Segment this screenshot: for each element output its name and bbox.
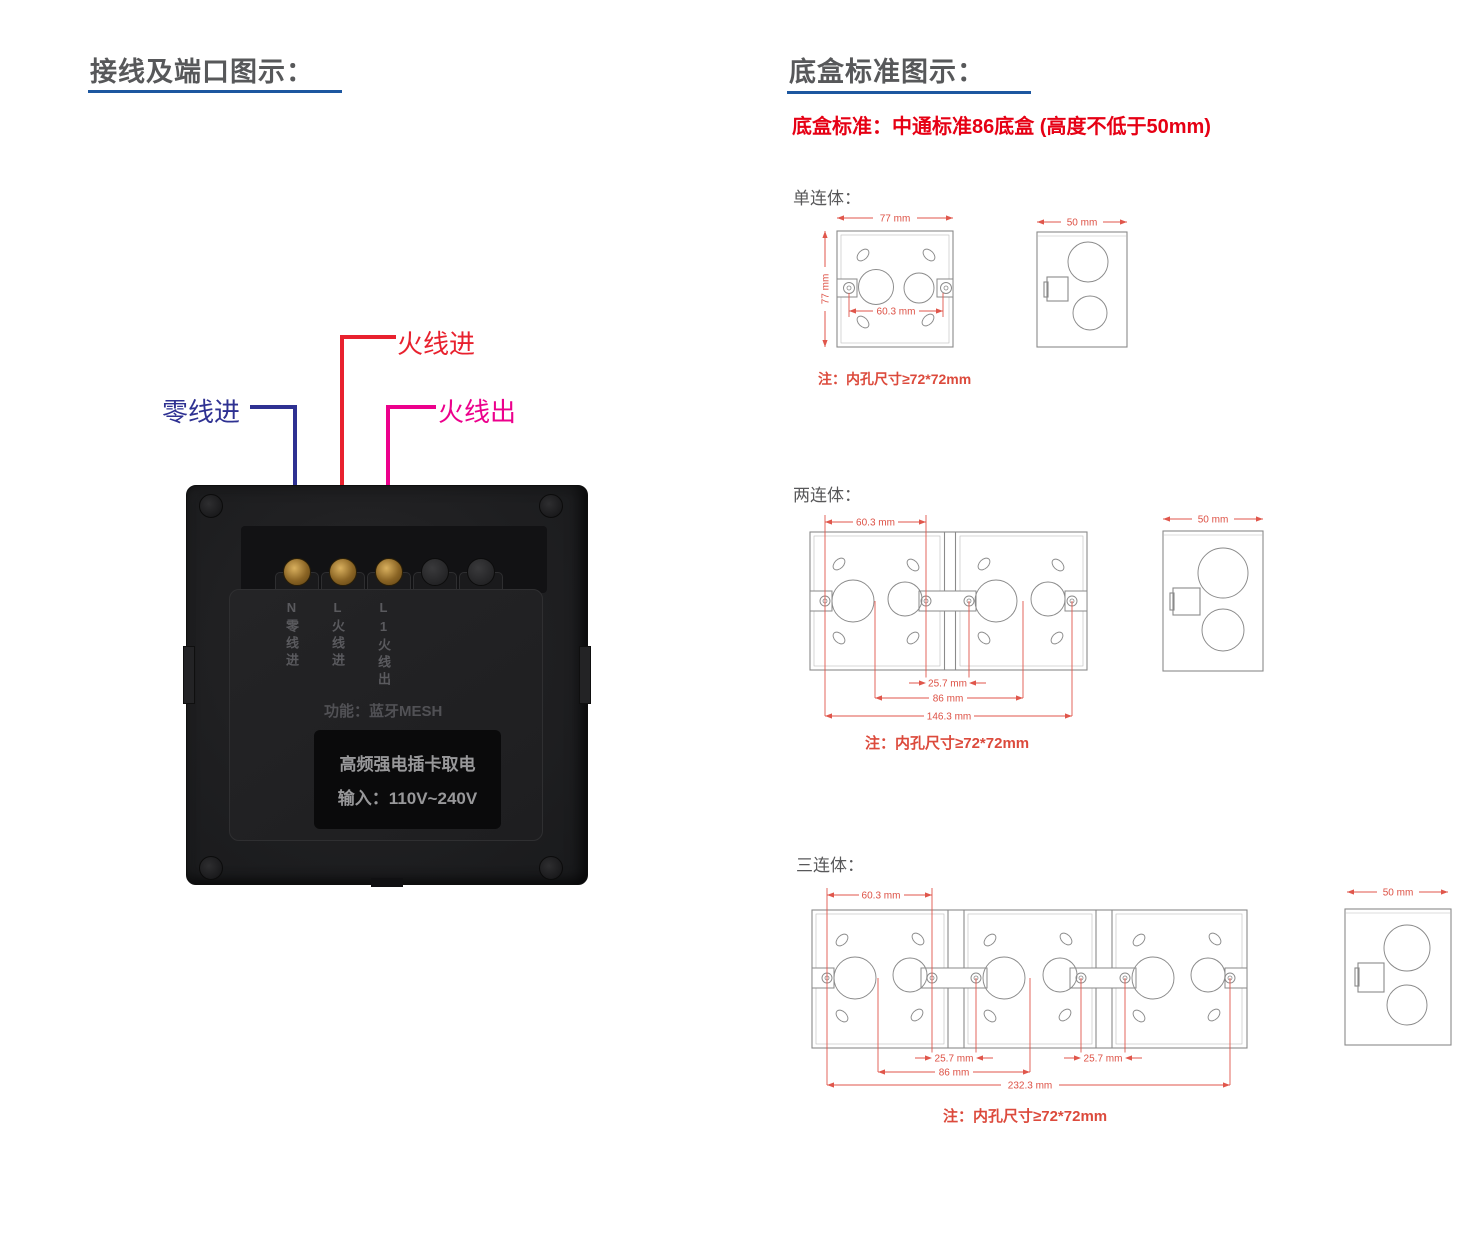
terminal-label-L1: L1火线出 (376, 600, 391, 689)
terminal-screw-L1 (375, 558, 403, 586)
box-standard-text: 底盒标准：中通标准86底盒 (高度不低于50mm) (792, 116, 1211, 138)
live-in-wire-line-v (340, 335, 344, 572)
live-out-wire-line (389, 405, 436, 409)
live-in-wire-line (343, 335, 396, 339)
dim-86mm: 86 mm (933, 694, 964, 705)
bottom-tab (371, 878, 403, 887)
dim-50mm: 50 mm (1383, 888, 1414, 899)
triple-gang-front-drawing: 60.3 mm 25.7 mm 25.7 mm 86 mm 232.3 mm (811, 888, 1248, 1092)
dim-86mm: 86 mm (939, 1068, 970, 1079)
dim-60-3mm: 60.3 mm (877, 307, 916, 318)
dim-77mm-left: 77 mm (821, 274, 832, 305)
corner-screw (199, 856, 223, 880)
label-neutral-wire-in: 零线进 (162, 397, 241, 427)
dim-25-7mm: 25.7 mm (928, 679, 967, 690)
neutral-in-wire-line (250, 405, 297, 409)
terminal-screw-N (283, 558, 311, 586)
dim-60-3mm: 60.3 mm (862, 891, 901, 902)
double-gang-front-drawing: 60.3 mm 25.7 mm 86 mm 146.3 mm (809, 515, 1088, 723)
dim-50mm: 50 mm (1198, 515, 1229, 526)
side-clip (579, 646, 591, 704)
double-gang-side-drawing: 50 mm (1162, 513, 1264, 672)
dim-60-3mm: 60.3 mm (856, 518, 895, 529)
device-rating-plate: 高频强电插卡取电 输入：110V~240V (314, 730, 501, 829)
terminal-screw-unused (421, 558, 449, 586)
single-gang-front-drawing: 77 mm 77 mm 60.3 mm (819, 212, 954, 348)
box-section-title: 底盒标准图示： (789, 57, 985, 87)
side-clip (183, 646, 195, 704)
dim-232-3mm: 232.3 mm (1008, 1081, 1052, 1092)
label-live-wire-out: 火线出 (438, 397, 517, 427)
box-title-underline (787, 91, 1031, 94)
terminal-screw-L (329, 558, 357, 586)
single-gang-label: 单连体： (793, 189, 861, 208)
device-body-plate: N零线进 L火线进 L1火线出 功能：蓝牙MESH 高频强电插卡取电 输入：11… (229, 589, 543, 841)
single-gang-note: 注：内孔尺寸≥72*72mm (818, 371, 972, 387)
wiring-section-title: 接线及端口图示： (90, 57, 314, 87)
terminal-label-L: L火线进 (330, 600, 345, 670)
corner-screw (539, 856, 563, 880)
corner-screw (539, 494, 563, 518)
double-gang-note: 注：内孔尺寸≥72*72mm (865, 735, 1030, 752)
wiring-title-underline (88, 90, 342, 93)
rating-plate-line2: 输入：110V~240V (337, 789, 478, 808)
double-gang-label: 两连体： (793, 486, 861, 505)
corner-screw (199, 494, 223, 518)
dim-25-7mm-1: 25.7 mm (935, 1054, 974, 1065)
rating-plate-line1: 高频强电插卡取电 (339, 755, 476, 774)
triple-gang-side-drawing: 50 mm (1344, 886, 1452, 1046)
device-function-text: 功能：蓝牙MESH (324, 703, 443, 720)
dim-50mm: 50 mm (1067, 218, 1098, 229)
dim-146-3mm: 146.3 mm (927, 712, 971, 723)
triple-gang-label: 三连体： (796, 856, 864, 875)
terminal-label-N: N零线进 (284, 600, 299, 670)
terminal-screw-unused (467, 558, 495, 586)
dim-77mm-top: 77 mm (880, 214, 911, 225)
triple-gang-note: 注：内孔尺寸≥72*72mm (943, 1108, 1108, 1125)
label-live-wire-in: 火线进 (397, 329, 476, 359)
switch-back-panel: N零线进 L火线进 L1火线出 功能：蓝牙MESH 高频强电插卡取电 输入：11… (183, 485, 591, 887)
dim-25-7mm-2: 25.7 mm (1084, 1054, 1123, 1065)
single-gang-side-drawing: 50 mm (1036, 216, 1128, 348)
